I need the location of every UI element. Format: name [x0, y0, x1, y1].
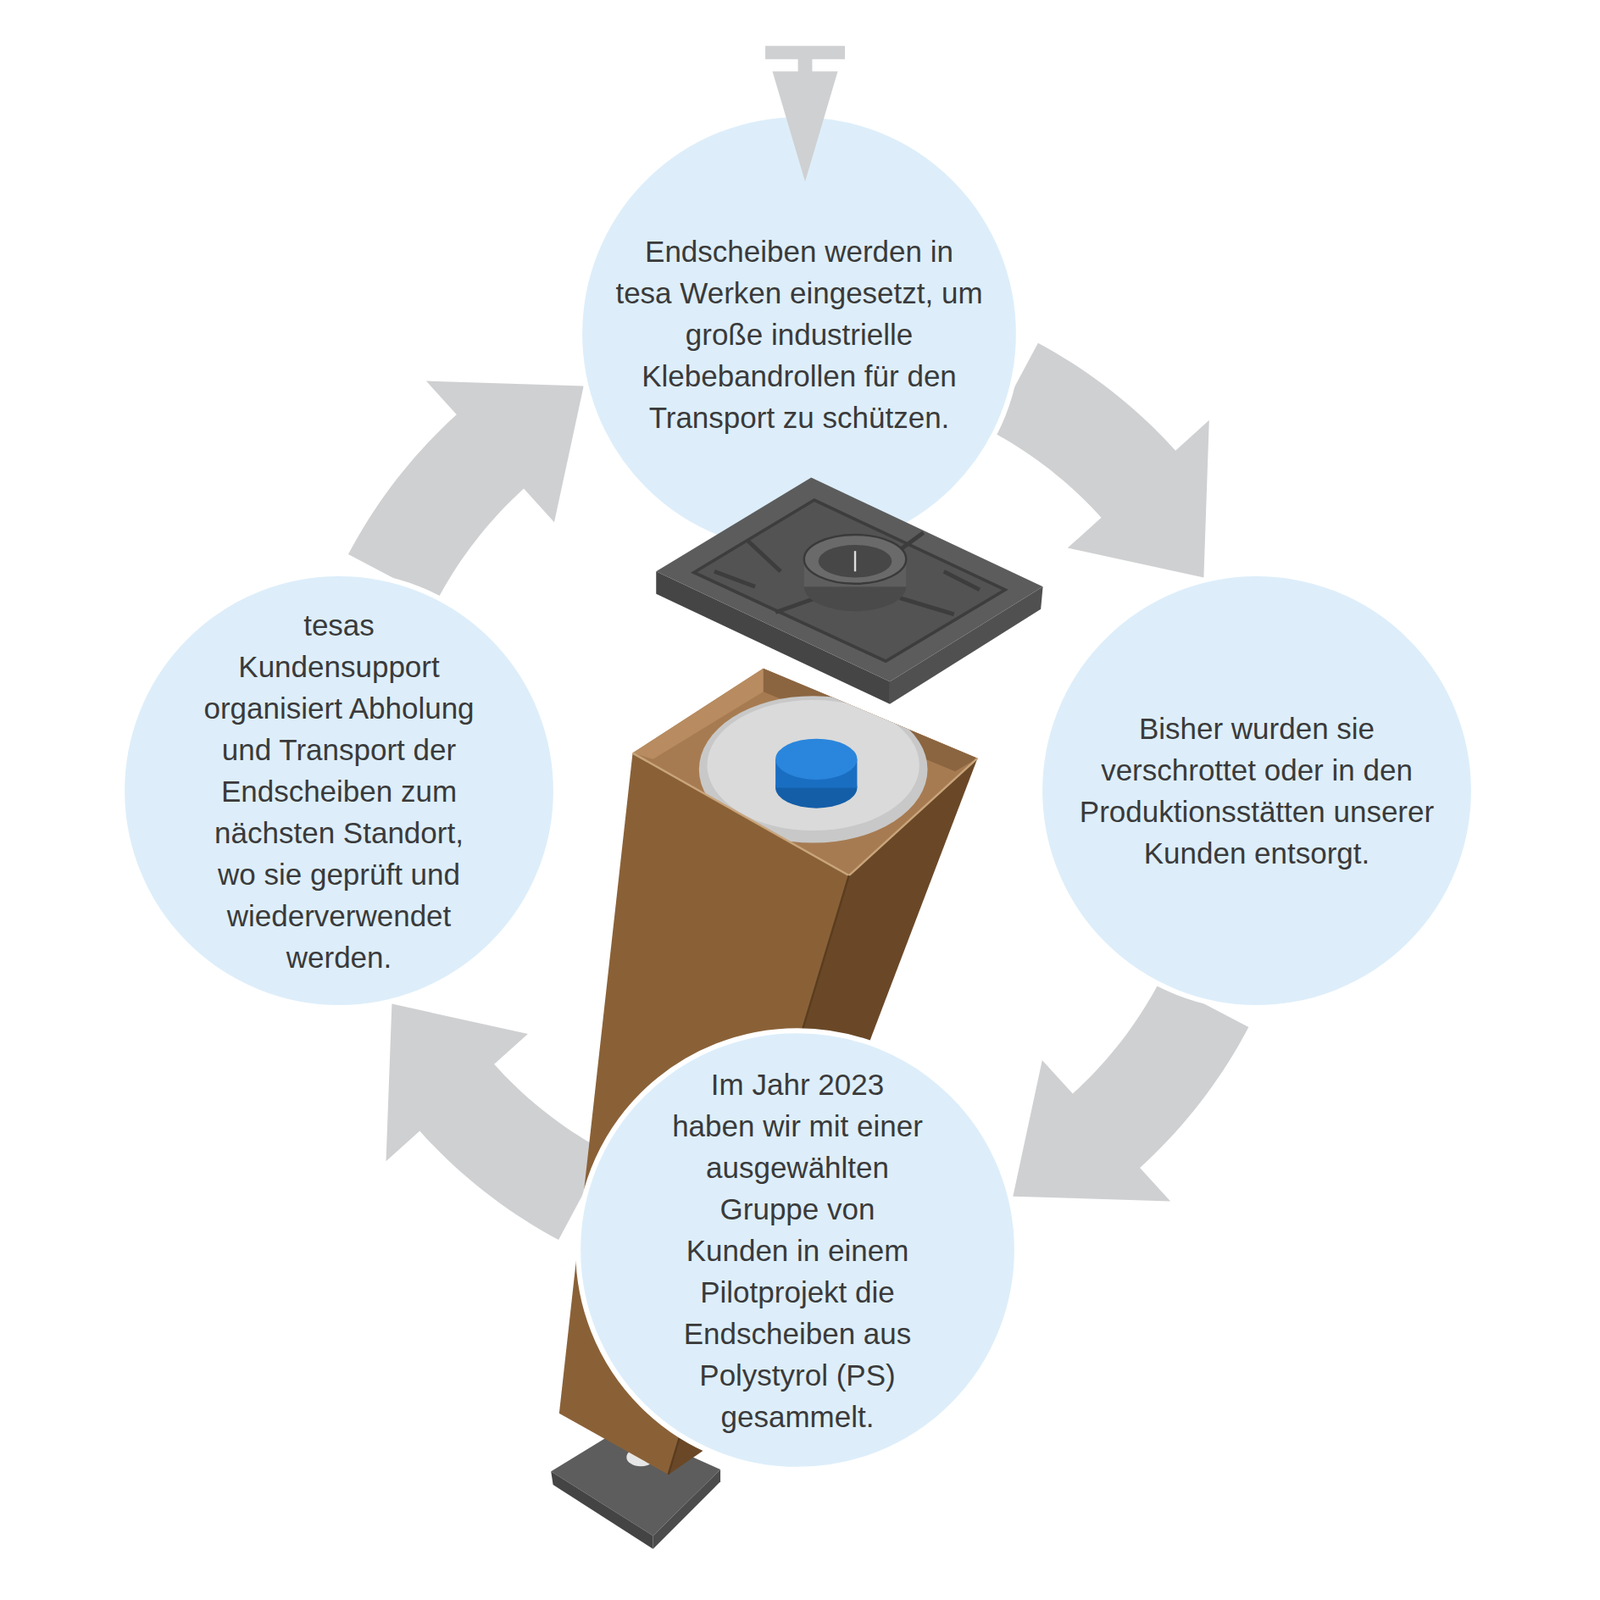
node-text: tesas Kundensupport organisiert Abholung…	[202, 604, 477, 978]
tape-roll-part	[775, 738, 857, 780]
cycle-arrow	[348, 381, 584, 601]
process-circle: Endscheiben werden in tesa Werken einges…	[577, 111, 1022, 556]
end-disc-lid-part	[804, 561, 906, 612]
bottom-end-disc-part	[653, 1469, 721, 1550]
cycle-arrow	[1012, 980, 1249, 1201]
end-disc-lid-part	[714, 533, 980, 615]
process-circle: Im Jahr 2023 haben wir mit einer ausgewä…	[575, 1027, 1020, 1473]
circle-fill	[577, 1030, 1017, 1470]
input-arrow-part	[798, 58, 813, 74]
input-arrow-part	[772, 71, 838, 182]
end-disc-lid	[655, 477, 1043, 705]
circle-fill	[122, 573, 556, 1008]
node-text: Bisher wurden sie verschrottet oder in d…	[1065, 707, 1450, 874]
tape-roll	[699, 695, 928, 843]
cycle-arrow	[386, 1004, 606, 1240]
end-disc-lid-part	[889, 586, 1044, 704]
circle-fill	[579, 114, 1019, 554]
end-disc-lid-part	[655, 477, 1043, 683]
circle-text: Endscheiben werden in tesa Werken einges…	[613, 230, 986, 439]
cycle-arrow	[990, 343, 1210, 578]
input-arrow-part	[765, 45, 845, 60]
bottom-end-disc-part	[550, 1471, 653, 1550]
node-text: Im Jahr 2023 haben wir mit einer ausgewä…	[666, 1063, 929, 1438]
end-disc-lid-part	[804, 534, 906, 584]
circle-text: tesas Kundensupport organisiert Abholung…	[202, 604, 477, 978]
end-disc-lid-part	[854, 550, 856, 572]
end-disc-lid-part	[818, 544, 893, 578]
end-disc-lid-part	[655, 571, 890, 705]
circle-shape	[1037, 571, 1477, 1011]
process-circle: Bisher wurden sie verschrottet oder in d…	[1037, 571, 1477, 1011]
tape-roll-part	[699, 695, 928, 843]
cardboard-box-part	[633, 753, 978, 876]
end-disc-lid-part	[804, 559, 906, 588]
node-text: Endscheiben werden in tesa Werken einges…	[613, 230, 986, 439]
end-disc-lid-part	[694, 500, 1006, 662]
circle-text: Bisher wurden sie verschrottet oder in d…	[1065, 707, 1450, 874]
circle-text: Im Jahr 2023 haben wir mit einer ausgewä…	[666, 1063, 929, 1438]
tape-roll-part	[706, 700, 919, 831]
input-arrow	[765, 45, 845, 182]
process-circle: tesas Kundensupport organisiert Abholung…	[119, 571, 559, 1011]
cardboard-box-part	[633, 668, 978, 876]
circle-fill	[1039, 573, 1474, 1008]
